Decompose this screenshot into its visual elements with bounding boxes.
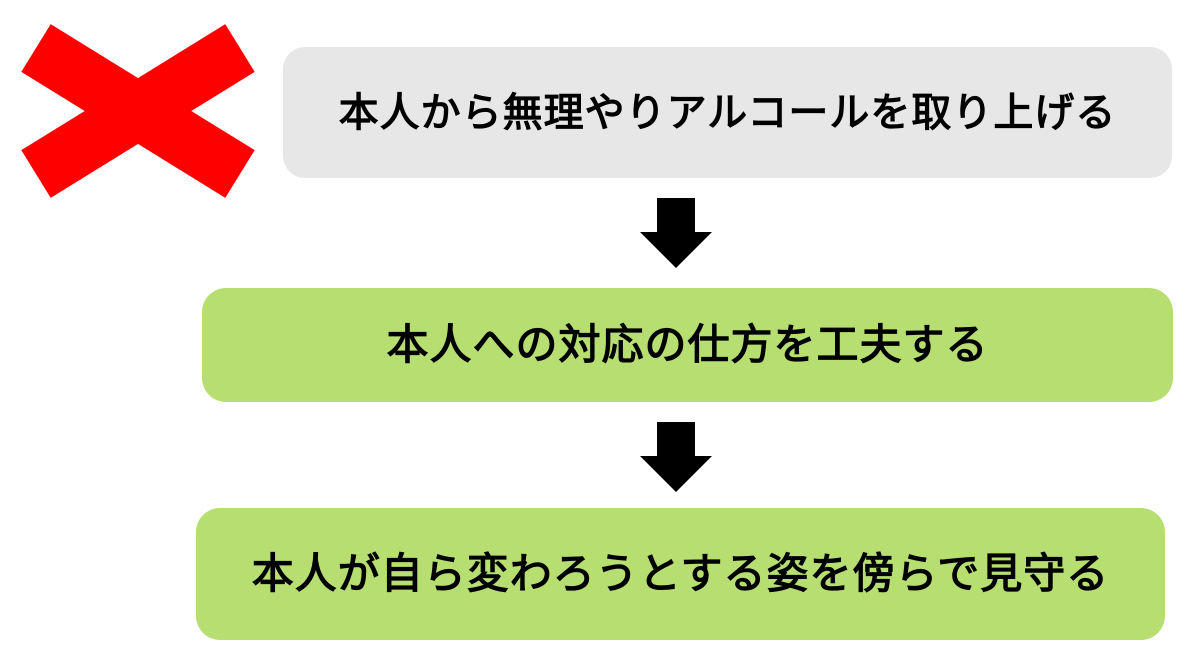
red-x-stroke	[21, 24, 255, 198]
down-arrow-icon	[640, 198, 712, 268]
prohibited-action-box: 本人から無理やりアルコールを取り上げる	[283, 47, 1172, 178]
step-2-box: 本人が自ら変わろうとする姿を傍らで見守る	[196, 508, 1165, 640]
step-1-box: 本人への対応の仕方を工夫する	[202, 288, 1173, 402]
step-1-label: 本人への対応の仕方を工夫する	[386, 320, 989, 368]
down-arrow-shape	[640, 198, 712, 268]
red-x-icon	[21, 24, 255, 198]
down-arrow-icon	[640, 422, 712, 492]
step-2-label: 本人が自ら変わろうとする姿を傍らで見守る	[251, 549, 1110, 597]
down-arrow-shape	[640, 422, 712, 492]
prohibited-action-label: 本人から無理やりアルコールを取り上げる	[338, 90, 1117, 135]
